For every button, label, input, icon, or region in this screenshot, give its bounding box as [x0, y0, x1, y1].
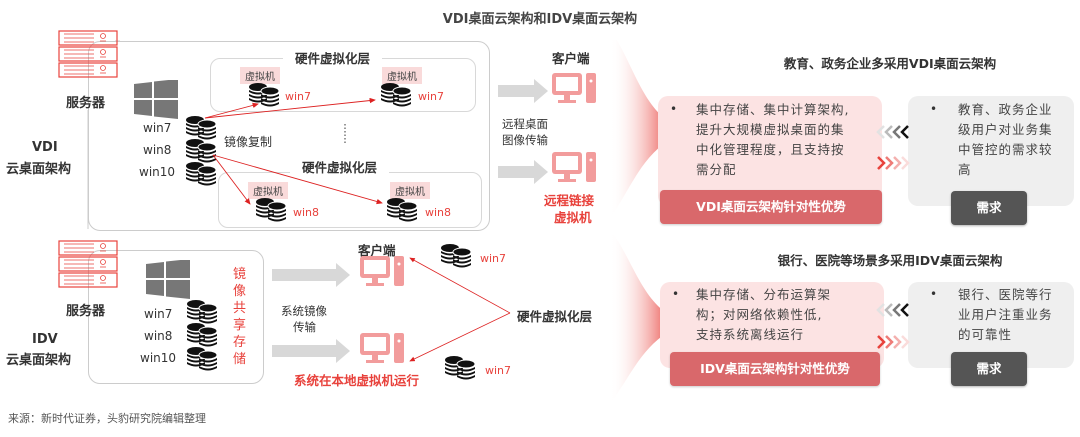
vm-os-label: win8 [293, 206, 320, 219]
shared-storage-char: 共 [233, 301, 247, 316]
idv-server-label: 服务器 [66, 304, 106, 319]
text-line: 级用户对业务集 [958, 122, 1053, 137]
text-line: 的可靠性 [958, 327, 1013, 342]
vm-tag: 虚拟机 [248, 182, 288, 199]
chevrons-left-icon [876, 125, 909, 139]
vm-tag: 虚拟机 [240, 67, 280, 84]
text-line: 提升大规模虚拟桌面的集 [696, 122, 845, 137]
vdi-need-text: 教育、政务企业 级用户对业务集 中管控的需求较 高 [958, 100, 1074, 180]
text-line: 集中存储、分布运算架 [696, 287, 832, 302]
text-line: 中管控的需求较 [958, 142, 1053, 157]
vdi-transfer-line2: 图像传输 [502, 133, 548, 147]
vdi-hw-layer-top-label: 硬件虚拟化层 [283, 48, 383, 67]
text-line: 银行、医院等行 [958, 287, 1053, 302]
vdi-need-panel [908, 96, 1074, 206]
vdi-remote-line2: 虚拟机 [554, 210, 592, 225]
mirror-copy-arrows [204, 97, 383, 205]
idv-hw-layer-label: 硬件虚拟化层 [517, 309, 593, 324]
text-line: 需分配 [696, 162, 737, 177]
vdi-advantage-panel [658, 96, 882, 206]
chevrons-left-icon [876, 303, 909, 317]
bullet: • [930, 287, 938, 301]
vm-tag: 虚拟机 [382, 67, 422, 84]
vdi-advantage-button: VDI桌面云架构针对性优势 [660, 190, 882, 224]
vdi-label-line2: 云桌面架构 [6, 162, 72, 177]
gray-arrow-icon [272, 263, 350, 287]
vdi-image-win7: win7 [143, 121, 172, 135]
vdi-image-win8: win8 [143, 143, 172, 157]
shared-storage-char: 像 [233, 284, 247, 299]
vdi-advantage-text: 集中存储、集中计算架构, 提升大规模虚拟桌面的集 中化管理程度，且支持按 需分配 [696, 100, 882, 180]
vdi-transfer-line1: 远程桌面 [502, 117, 548, 131]
idv-label-line2: 云桌面架构 [6, 353, 72, 368]
vdi-hw-layer-bottom-label: 硬件虚拟化层 [290, 157, 390, 176]
vdi-label-line1: VDI [32, 140, 58, 155]
vm-os-label: win7 [418, 90, 445, 103]
shared-storage-label: 镜 像 共 享 存 储 [233, 266, 247, 368]
idv-vm-os-label: win7 [480, 252, 507, 265]
idv-section-heading: 银行、医院等场景多采用IDV桌面云架构 [777, 253, 1003, 268]
idv-transfer-line1: 系统镜像 [281, 304, 327, 318]
idv-need-button: 需求 [951, 352, 1027, 386]
idv-client-label: 客户端 [358, 243, 396, 258]
vdi-client-label: 客户端 [552, 51, 590, 66]
idv-image-win8: win8 [144, 329, 173, 343]
idv-image-win10: win10 [140, 351, 177, 365]
idv-label-line1: IDV [32, 332, 58, 347]
text-line: 教育、政务企业 [958, 102, 1053, 117]
diagram-title: VDI桌面云架构和IDV桌面云架构 [442, 12, 638, 27]
bullet: • [930, 102, 938, 116]
vdi-section-heading: 教育、政务企业多采用VDI桌面云架构 [783, 56, 997, 71]
bullet: • [672, 287, 680, 301]
text-line: 集中存储、集中计算架构, [696, 102, 850, 117]
bullet: • [670, 102, 678, 116]
idv-advantage-text: 集中存储、分布运算架 构；对网络依赖性低, 支持系统离线运行 [696, 285, 882, 345]
mirror-copy-label: 镜像复制 [224, 135, 273, 149]
vdi-image-win10: win10 [139, 165, 176, 179]
text-line: 中化管理程度，且支持按 [696, 142, 845, 157]
idv-local-run-label: 系统在本地虚拟机运行 [294, 373, 420, 388]
text-line: 业用户注重业务 [958, 307, 1053, 322]
idv-image-win7: win7 [144, 307, 173, 321]
idv-vm-os-label: win7 [485, 364, 512, 377]
vdi-need-button: 需求 [951, 191, 1027, 225]
hw-layer-arrows [409, 257, 511, 362]
vm-tag: 虚拟机 [390, 182, 430, 199]
idv-need-text: 银行、医院等行 业用户注重业务 的可靠性 [958, 285, 1074, 345]
shared-storage-char: 存 [233, 335, 247, 350]
vm-os-label: win8 [425, 206, 452, 219]
source-note: 来源：新时代证券，头豹研究院编辑整理 [8, 412, 206, 425]
vm-os-label: win7 [285, 90, 312, 103]
funnel-shape [610, 40, 668, 400]
text-line: 支持系统离线运行 [696, 327, 805, 342]
idv-advantage-button: IDV桌面云架构针对性优势 [670, 352, 880, 386]
gray-arrow-icon [272, 339, 350, 363]
vdi-remote-line1: 远程链接 [544, 193, 595, 208]
text-line: 高 [958, 162, 972, 177]
shared-storage-char: 享 [233, 318, 247, 333]
chevrons-right-icon [877, 335, 910, 349]
shared-storage-char: 镜 [233, 267, 247, 282]
shared-storage-char: 储 [233, 352, 247, 367]
vdi-server-label: 服务器 [66, 96, 106, 111]
idv-transfer-line2: 传输 [293, 320, 316, 334]
text-line: 构；对网络依赖性低, [696, 307, 823, 322]
chevrons-right-icon [877, 156, 910, 170]
